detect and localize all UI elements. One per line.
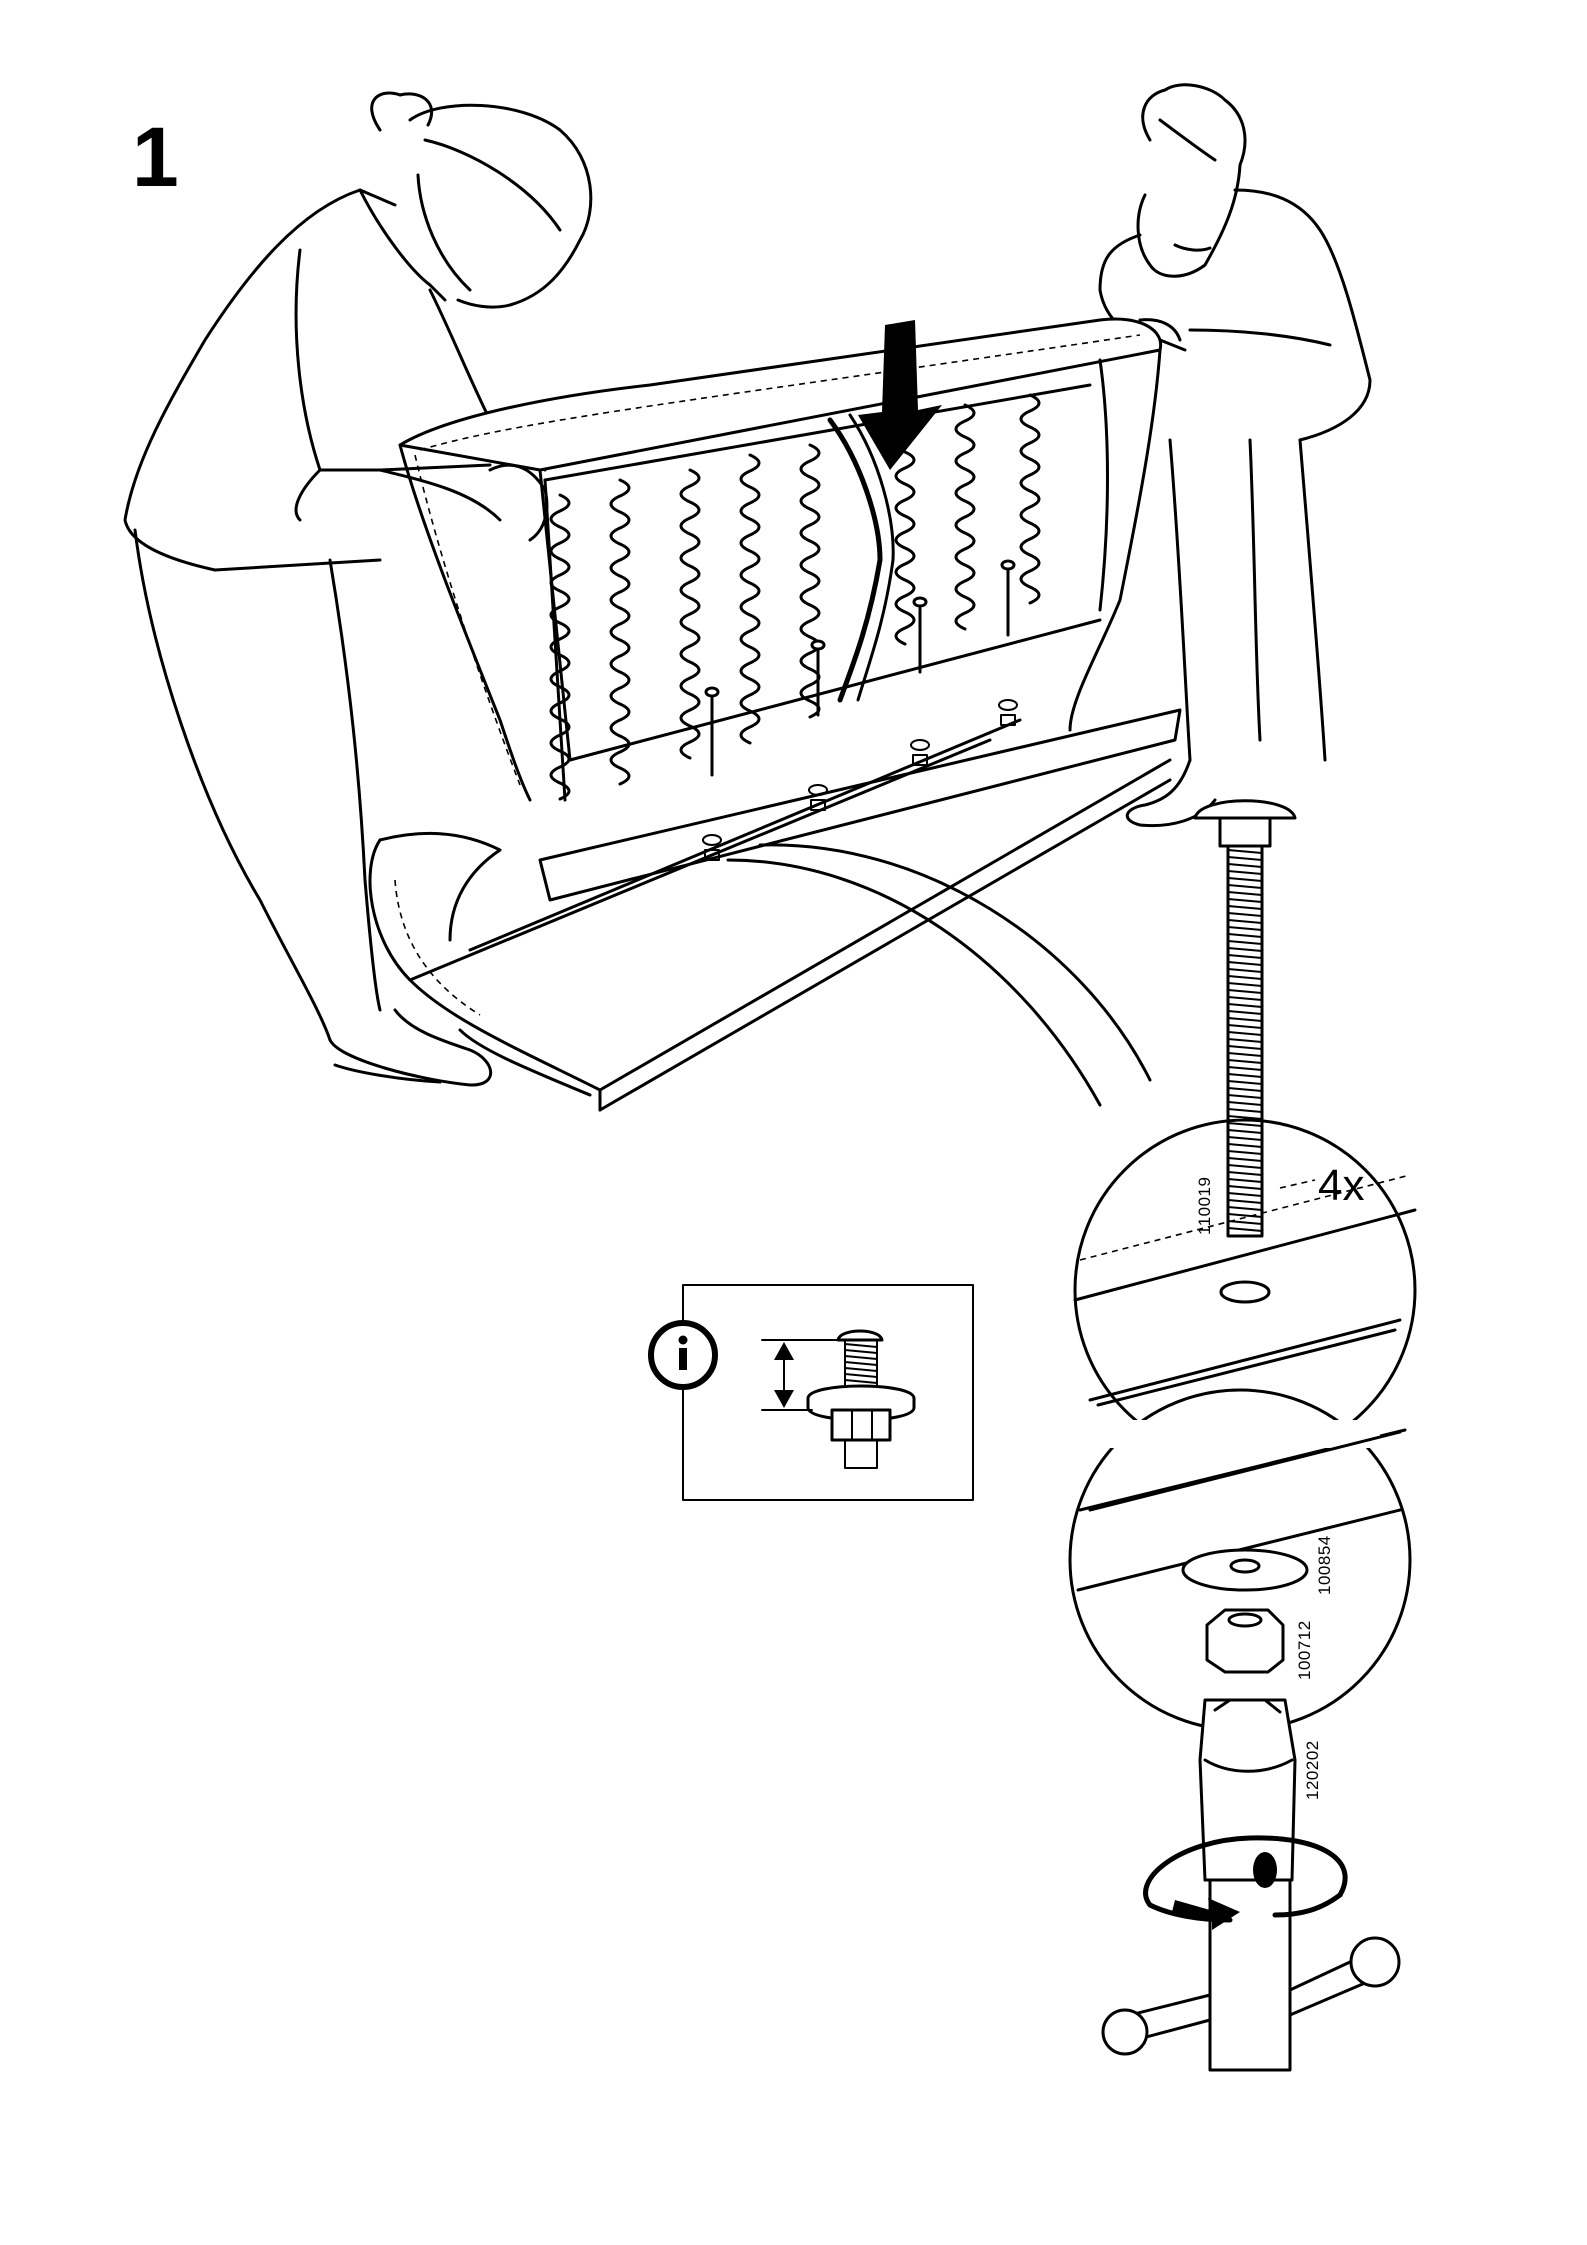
spring [801, 445, 819, 717]
part-number-washer: 100854 [1315, 1535, 1334, 1595]
spring [611, 480, 629, 784]
spring [956, 405, 974, 629]
spring [741, 455, 759, 743]
spring [551, 495, 569, 799]
quantity-label: 4x [1318, 1161, 1364, 1210]
washer [1183, 1550, 1307, 1590]
person-right [1100, 85, 1370, 826]
zigzag-springs [551, 395, 1039, 799]
nut [1207, 1610, 1283, 1672]
spring [681, 470, 699, 758]
sofa-frame [370, 319, 1180, 1110]
wrench [1103, 1700, 1399, 2070]
part-number-bolt: 110019 [1195, 1177, 1214, 1235]
spring [1021, 395, 1039, 603]
info-panel [651, 1285, 973, 1500]
part-number-nut: 100712 [1295, 1620, 1314, 1680]
step-number: 1 [132, 110, 179, 204]
person-left [125, 93, 591, 1085]
part-number-wrench: 120202 [1303, 1740, 1322, 1800]
info-icon [651, 1323, 715, 1387]
